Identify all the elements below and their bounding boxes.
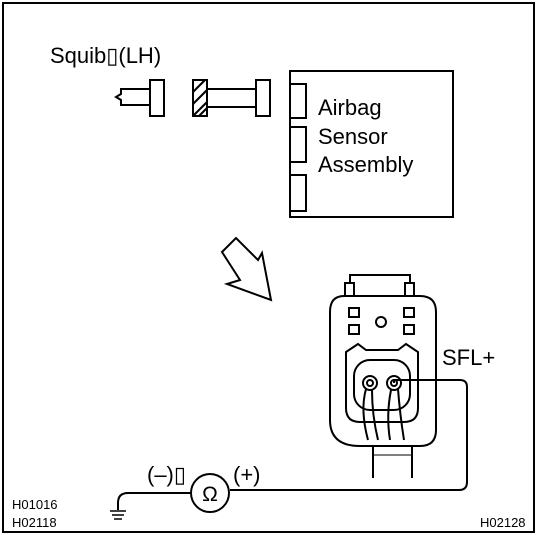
positive-test-lead [230,379,468,491]
negative-test-lead [117,492,191,510]
squib-plug [149,79,165,117]
sensor-label-line2: Sensor [318,124,388,149]
sensor-label-line3: Assembly [318,152,413,177]
sensor-pin [289,174,307,212]
sensor-pin [289,83,307,119]
code-left-bottom: H02118 [12,515,57,530]
meter-positive-label: (+) [233,462,261,487]
terminal-sfl [386,375,402,391]
squib-wire-end [114,88,150,106]
code-right: H02128 [480,515,526,530]
airbag-sensor-box [289,70,454,218]
squib-socket [255,79,271,117]
terminal-left [362,375,378,391]
squib-connector [114,79,271,117]
ohm-symbol: Ω [202,483,218,506]
meter-negative-label: (–)▯ [147,462,186,487]
ground-icon [110,510,126,520]
direction-arrow [220,236,273,302]
squib-label: Squib▯(LH) [50,43,161,68]
code-left-top: H01016 [12,497,58,512]
sensor-label-line1: Airbag [318,95,382,120]
sensor-pin [289,126,307,163]
terminal-label: SFL+ [442,345,495,370]
connector-front-view [329,274,437,478]
